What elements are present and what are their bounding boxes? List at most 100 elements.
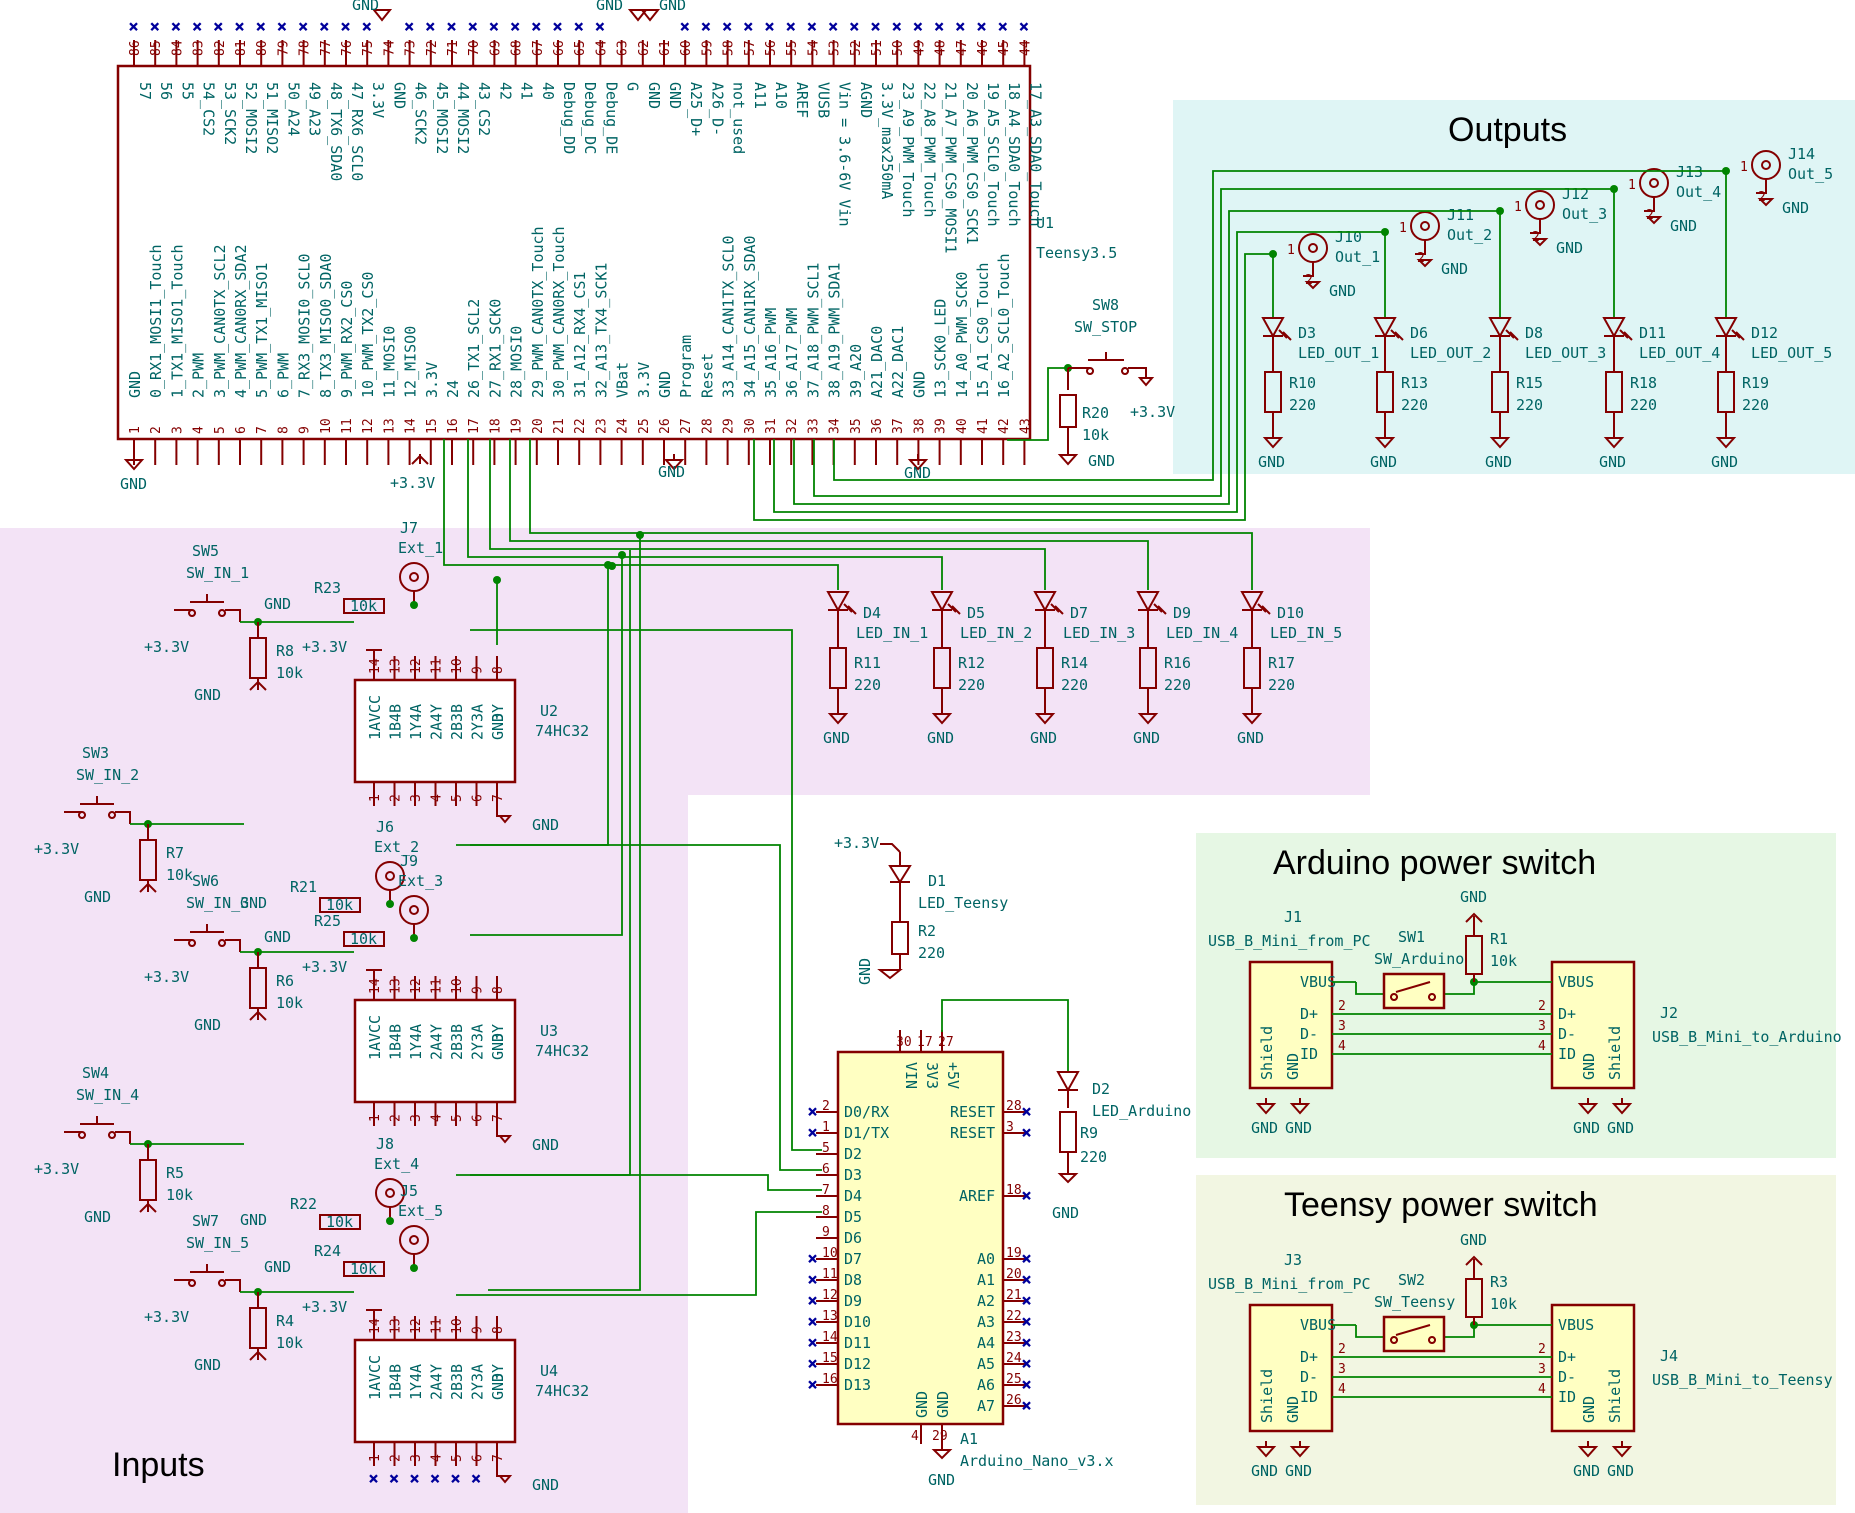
ext-res-value: 10k bbox=[350, 597, 377, 615]
usb-gnd bbox=[1611, 1098, 1633, 1115]
input-switch[interactable] bbox=[64, 796, 131, 824]
ext-res-value: 10k bbox=[326, 896, 353, 914]
teensy-top-gnd-symbols: GND GND GND bbox=[352, 0, 686, 22]
usb-gnd bbox=[1255, 1098, 1277, 1115]
usb-connector-out[interactable] bbox=[1550, 1303, 1636, 1433]
teensy-bottom-pin-label: 9_PWM_RX2_CS0 bbox=[338, 281, 356, 398]
nano-pin-number: 25 bbox=[1006, 1372, 1022, 1387]
no-connect-marker: × bbox=[723, 19, 732, 36]
teensy-top-pin-label: not_used bbox=[730, 82, 748, 154]
svg-text:+3.3V: +3.3V bbox=[390, 474, 435, 492]
stop-switch-sw8[interactable]: SW8 SW_STOP +3.3V R20 10k GND bbox=[1057, 296, 1175, 470]
gnd-label: GND bbox=[1251, 1119, 1278, 1137]
teensy-top-pin-label: 57 bbox=[136, 82, 154, 100]
switch-ref: SW6 bbox=[192, 872, 219, 890]
jack-center bbox=[1535, 200, 1545, 210]
nano-pin-number: 10 bbox=[822, 1246, 838, 1261]
teensy-top-pin-number: 85 bbox=[149, 40, 164, 56]
usb-connector-in[interactable] bbox=[1248, 960, 1334, 1090]
nano-pin-label: D12 bbox=[844, 1355, 871, 1373]
power-toggle-switch[interactable] bbox=[1382, 1315, 1446, 1353]
teensy-bottom-pin-number: 41 bbox=[976, 418, 991, 434]
nano-pin-number: 29 bbox=[932, 1429, 948, 1444]
gnd-label: GND bbox=[1485, 453, 1512, 471]
sw8-ref: SW8 bbox=[1092, 296, 1119, 314]
input-switch[interactable] bbox=[174, 594, 241, 622]
no-connect-marker: × bbox=[511, 19, 520, 36]
teensy-bottom-pin-label: 24 bbox=[444, 380, 462, 398]
no-connect-marker: × bbox=[744, 19, 753, 36]
usb-gnd bbox=[1289, 1098, 1311, 1115]
teensy-top-pin-label: A11 bbox=[751, 82, 769, 109]
jack-ground bbox=[1644, 197, 1663, 225]
no-connect-marker: × bbox=[956, 19, 965, 36]
ext-jack-ref: J5 bbox=[400, 1182, 418, 1200]
gate-pin-label: 3A bbox=[469, 1364, 487, 1382]
gate-value: 74HC32 bbox=[535, 1042, 589, 1060]
shield-label: Shield bbox=[1606, 1026, 1624, 1080]
nano-pin-label: A5 bbox=[977, 1355, 995, 1373]
output-led-ref: D12 bbox=[1751, 324, 1778, 342]
arduino-led-d2: D2 LED_Arduino R9 220 GND bbox=[941, 999, 1191, 1222]
pin-number: 2 bbox=[1338, 1342, 1346, 1357]
input-res-ref: R14 bbox=[1061, 654, 1088, 672]
no-connect-marker: × bbox=[193, 19, 202, 36]
usb-in-pin-label: ID bbox=[1300, 1045, 1318, 1063]
pulldown-ref: R4 bbox=[276, 1312, 294, 1330]
ext-res-ref: R22 bbox=[290, 1195, 317, 1213]
teensy-bottom-pin-label: GND bbox=[656, 371, 674, 398]
teensy-bottom-pin-label: 29_PWM_CAN0TX_Touch bbox=[529, 226, 547, 398]
ext-jack-value: Ext_3 bbox=[398, 872, 443, 890]
input-gnd bbox=[931, 708, 953, 725]
teensy-bottom-pin-number: 37 bbox=[891, 418, 906, 434]
teensy-bottom-pin-label: 6_PWM bbox=[274, 353, 292, 398]
output-gnd bbox=[1374, 432, 1396, 449]
gate-pin-number: 13 bbox=[389, 1318, 404, 1334]
wire bbox=[249, 1292, 267, 1361]
teensy-bottom-pin-label: 1_TX1_MISO1_Touch bbox=[168, 244, 186, 398]
gnd-label: GND bbox=[194, 1016, 221, 1034]
teensy-bottom-pin-number: 21 bbox=[552, 418, 567, 434]
gate-pin-number: 13 bbox=[389, 658, 404, 674]
gate-pin-number: 5 bbox=[450, 1114, 465, 1122]
power-toggle-switch[interactable] bbox=[1382, 972, 1446, 1010]
teensy-top-pin-number: 79 bbox=[276, 40, 291, 56]
input-switch[interactable] bbox=[174, 924, 241, 952]
teensy-bottom-pin-number: 42 bbox=[997, 418, 1012, 434]
teensy-top-pin-label: 53_SCK2 bbox=[221, 82, 239, 145]
d1-value: LED_Teensy bbox=[918, 894, 1008, 912]
output-led-ref: D6 bbox=[1410, 324, 1428, 342]
jack-ground bbox=[1415, 240, 1434, 268]
teensy-top-pin-label: Debug_DC bbox=[581, 82, 599, 154]
pulldown-ref: R6 bbox=[276, 972, 294, 990]
teensy-top-pin-number: 64 bbox=[594, 40, 609, 56]
input-led-ref: D10 bbox=[1277, 604, 1304, 622]
gate-pin-label: 2Y bbox=[469, 1382, 487, 1400]
gate-pin-label: 2B bbox=[448, 1382, 466, 1400]
teensy-bottom-pin-label: VBat bbox=[614, 362, 632, 398]
teensy-top-pin-label: 41 bbox=[518, 82, 536, 100]
no-connect-marker: × bbox=[808, 1125, 817, 1142]
usb-connector-out[interactable] bbox=[1550, 960, 1636, 1090]
usb-connector-in[interactable] bbox=[1248, 1303, 1334, 1433]
teensy-top-pin-number: 44 bbox=[1018, 40, 1033, 56]
teensy-bottom-pin-number: 39 bbox=[934, 418, 949, 434]
gate-pin-label: VCC bbox=[366, 1355, 384, 1382]
gate-pin-label: 3A bbox=[469, 704, 487, 722]
nano-pin-number: 2 bbox=[822, 1099, 830, 1114]
gnd-label: GND bbox=[194, 1356, 221, 1374]
teensy-top-pin-label: 47_RX6_SCL0 bbox=[348, 82, 366, 181]
teensy-bottom-pin-label: 3.3V bbox=[423, 362, 441, 398]
input-led-ref: D5 bbox=[967, 604, 985, 622]
gate-gnd bbox=[496, 806, 513, 824]
output-jack-ref: J12 bbox=[1562, 185, 1589, 203]
gate-pin-number: 11 bbox=[430, 978, 445, 994]
input-switch[interactable] bbox=[64, 1116, 131, 1144]
gate-pin-label: 4Y bbox=[428, 1364, 446, 1382]
gate-pin-label: VCC bbox=[366, 1015, 384, 1042]
teensy-top-pin-label: 45_MOSI2 bbox=[433, 82, 451, 154]
gnd-label: GND bbox=[1782, 199, 1809, 217]
input-switch[interactable] bbox=[174, 1264, 241, 1292]
